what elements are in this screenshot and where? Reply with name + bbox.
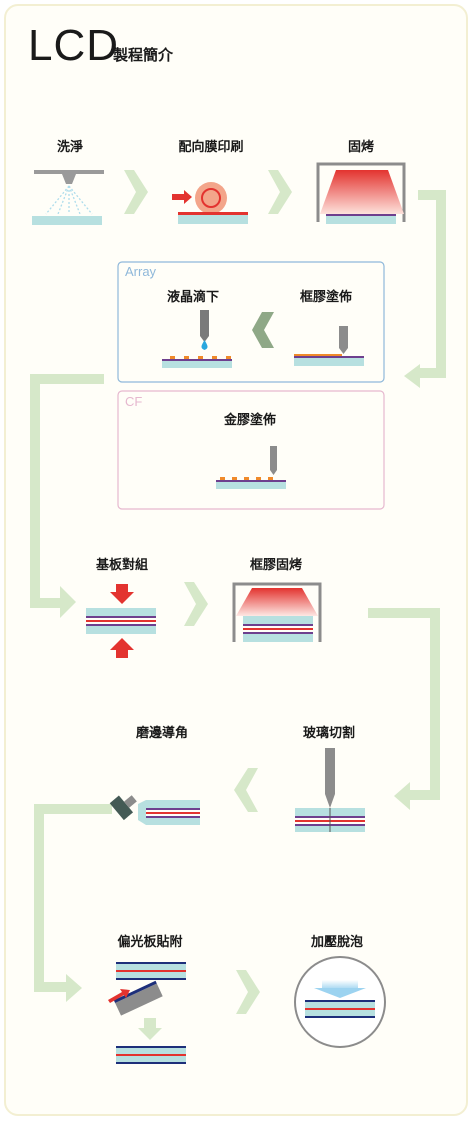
- pi-layer: [294, 356, 364, 358]
- flow-connector: [368, 608, 440, 810]
- label-polarizer: 偏光板貼附: [117, 935, 183, 950]
- substrate-bottom: [116, 972, 186, 978]
- substrate-top: [146, 800, 200, 808]
- label-wash: 洗淨: [56, 140, 84, 155]
- lc-dot: [170, 356, 175, 359]
- spray-bar: [34, 170, 104, 174]
- lc-drop-illustration: [162, 310, 232, 368]
- flow-arrows: [30, 170, 446, 1040]
- substrate: [32, 216, 102, 225]
- pi-layer: [178, 212, 248, 215]
- glass-cut-illustration: [295, 748, 365, 832]
- substrate-top: [243, 616, 313, 624]
- lc-droplet: [201, 340, 208, 350]
- label-degas: 加壓脫泡: [310, 935, 364, 950]
- dispenser: [339, 326, 348, 348]
- gold-dot: [232, 477, 237, 480]
- heat-zone: [320, 170, 404, 214]
- spray-nozzle: [62, 174, 76, 184]
- label-gold-coat: 金膠塗佈: [223, 413, 277, 428]
- substrate-bottom: [243, 634, 313, 642]
- substrate-top: [116, 964, 186, 970]
- label-glass-cut: 玻璃切割: [302, 726, 356, 741]
- press-arrow-up: [110, 638, 134, 658]
- flow-arrow: [124, 170, 148, 214]
- array-group-box: [117, 261, 385, 383]
- label-seal-cure: 框膠固烤: [249, 558, 303, 573]
- substrate: [162, 361, 232, 368]
- degas-illustration: [294, 956, 386, 1048]
- array-group-label: Array: [125, 264, 157, 279]
- lc-dot: [198, 356, 203, 359]
- seal-cure-illustration: [232, 582, 322, 642]
- heat-zone: [236, 588, 318, 616]
- substrate-top: [86, 608, 156, 616]
- cure-illustration: [316, 162, 406, 224]
- oven-frame: [232, 582, 322, 642]
- pi-layer: [326, 214, 396, 216]
- title-subtitle: 製程簡介: [113, 46, 174, 64]
- assemble-illustration: [86, 584, 156, 658]
- dispenser: [270, 446, 277, 470]
- substrate-bottom: [86, 626, 156, 634]
- polarizer-roller: [113, 980, 163, 1016]
- print-roller: [195, 182, 227, 214]
- gold-dot: [244, 477, 249, 480]
- direction-arrow: [108, 989, 130, 1003]
- wash-illustration: [32, 170, 104, 225]
- flow-connector: [404, 190, 446, 388]
- substrate: [178, 215, 248, 224]
- pi-print-illustration: [172, 182, 248, 224]
- press-arrow-down: [110, 584, 134, 604]
- pressure-arrow: [314, 988, 366, 998]
- seal-layer: [294, 354, 342, 356]
- flow-arrow: [138, 1018, 162, 1040]
- dispenser: [200, 310, 209, 336]
- edge-grind-illustration: [109, 795, 200, 825]
- label-cure: 固烤: [347, 140, 375, 155]
- gold-dot: [268, 477, 273, 480]
- cf-group-box: [117, 390, 385, 510]
- substrate: [216, 482, 286, 489]
- gold-dot: [256, 477, 261, 480]
- substrate-bottom: [146, 818, 200, 825]
- flow-arrow: [234, 768, 258, 812]
- label-edge-grind: 磨邊導角: [135, 726, 189, 741]
- flow-connector: [34, 804, 112, 1002]
- substrate: [294, 358, 364, 366]
- flow-arrow: [236, 970, 260, 1014]
- oven-frame: [316, 162, 406, 222]
- title-lcd: LCD: [28, 21, 120, 70]
- lc-dot: [212, 356, 217, 359]
- label-assemble: 基板對組: [95, 558, 149, 573]
- pi-layer: [216, 480, 286, 482]
- lc-dot: [184, 356, 189, 359]
- substrate: [326, 216, 396, 224]
- flow-arrow: [184, 582, 208, 626]
- flow-connector: [30, 374, 104, 618]
- direction-arrow: [172, 190, 192, 204]
- grinding-tool: [109, 795, 137, 821]
- label-lc-drop: 液晶滴下: [166, 290, 220, 305]
- lc-dot: [226, 356, 231, 359]
- chamfer-edge: [138, 800, 146, 825]
- label-seal-coat: 框膠塗佈: [299, 290, 353, 305]
- seal-coat-illustration: [294, 326, 364, 366]
- label-pi-print: 配向膜印刷: [178, 140, 244, 155]
- flow-arrow: [252, 312, 274, 348]
- pi-layer: [162, 359, 232, 361]
- gold-dot: [220, 477, 225, 480]
- cutter-blade: [325, 748, 335, 794]
- cf-group-label: CF: [125, 394, 143, 409]
- flow-arrow: [268, 170, 292, 214]
- gold-coat-illustration: [216, 446, 286, 489]
- polarizer-illustration: [108, 962, 186, 1064]
